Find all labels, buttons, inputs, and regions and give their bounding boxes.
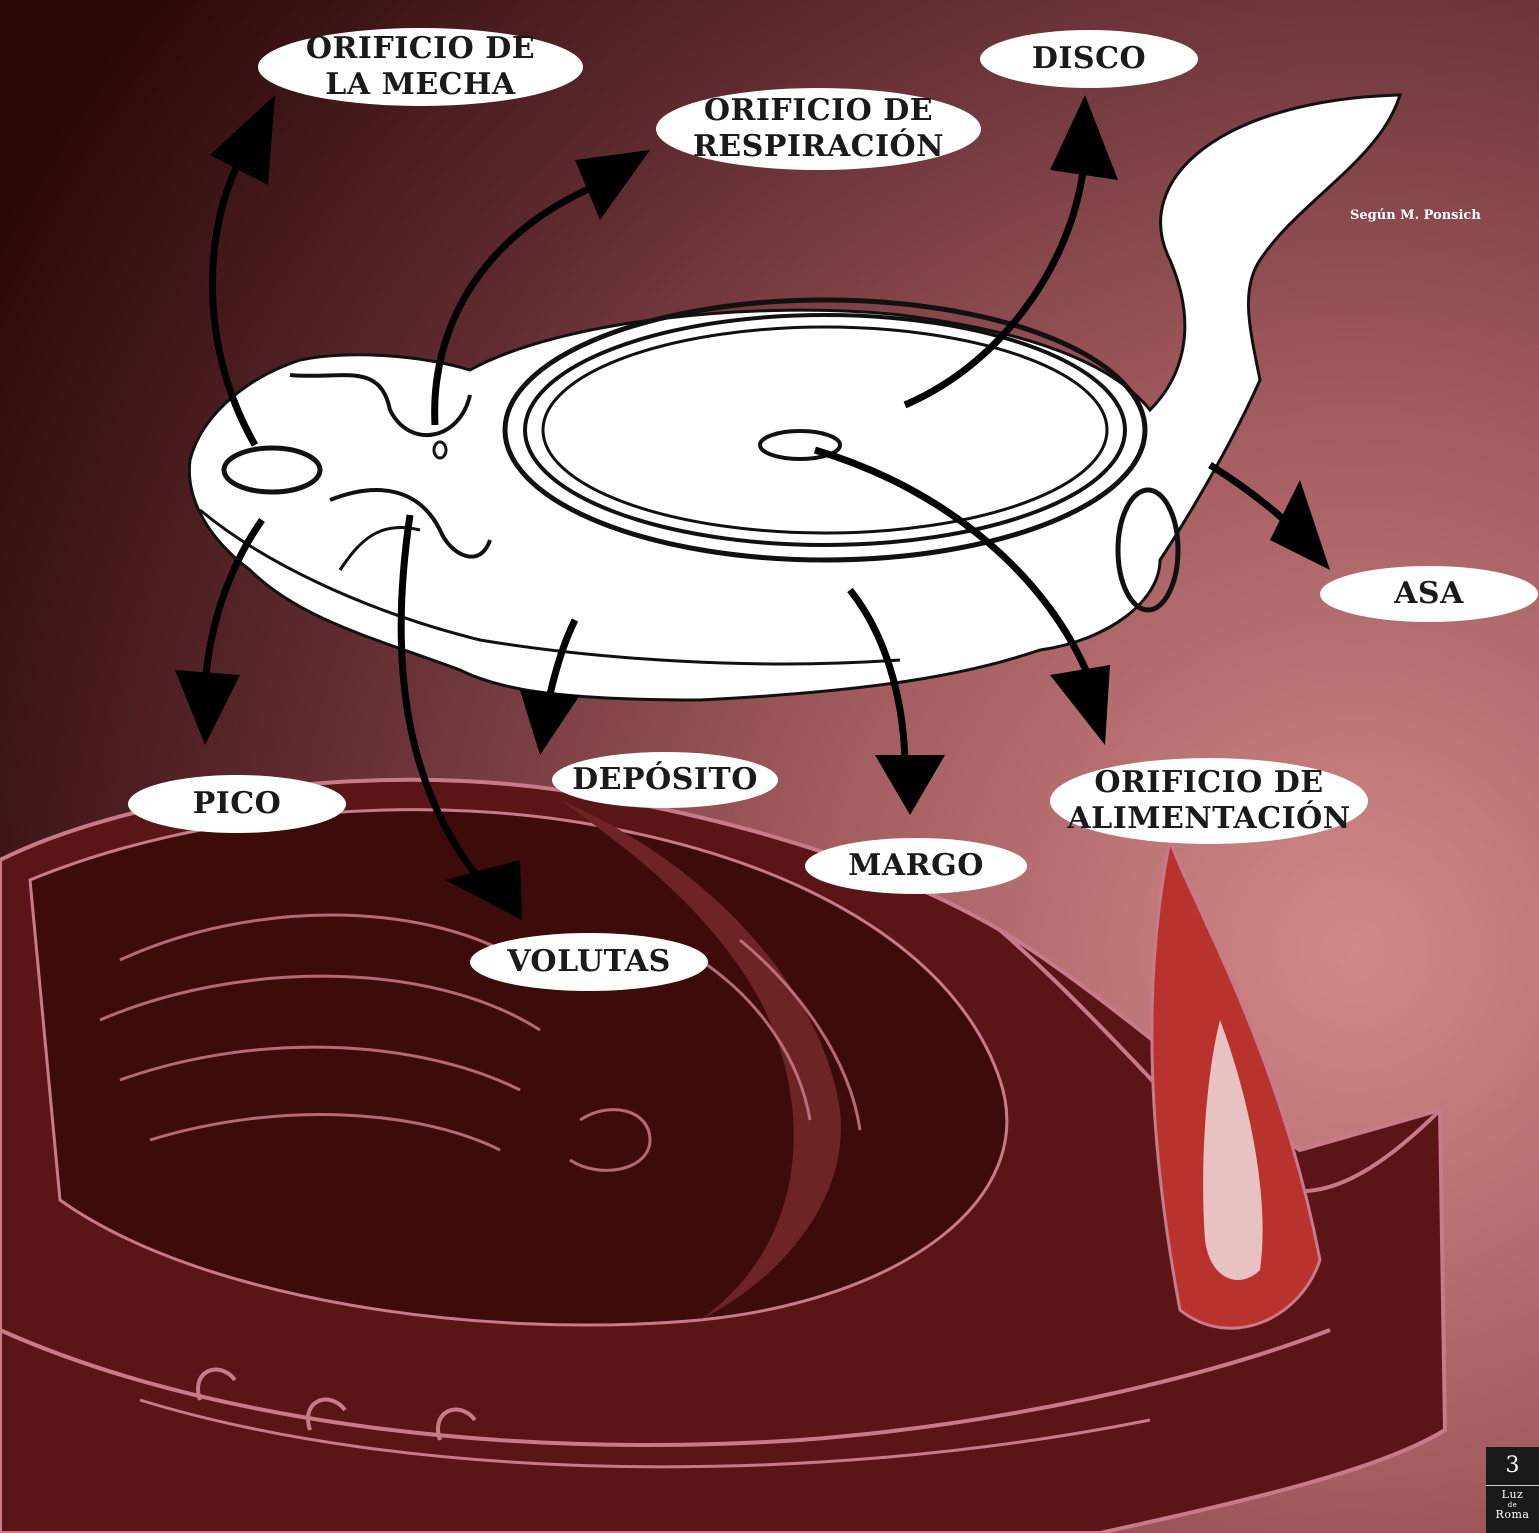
label-pico: PICO <box>128 775 346 833</box>
label-orificio-alimentacion: ORIFICIO DE ALIMENTACIÓN <box>1050 758 1368 844</box>
credit-text: Según M. Ponsich <box>1350 208 1481 223</box>
logo: Luz de Roma <box>1486 1486 1539 1521</box>
logo-bottom: Roma <box>1486 1509 1539 1521</box>
flame <box>1152 840 1320 1328</box>
label-orificio-respiracion: ORIFICIO DE RESPIRACIÓN <box>656 88 981 170</box>
label-disco: DISCO <box>980 30 1198 88</box>
label-orificio-mecha: ORIFICIO DE LA MECHA <box>258 28 583 106</box>
label-volutas: VOLUTAS <box>470 933 708 991</box>
label-deposito: DEPÓSITO <box>552 752 778 808</box>
label-asa: ASA <box>1320 566 1538 622</box>
page-badge: 3 Luz de Roma <box>1486 1447 1539 1533</box>
logo-top: Luz <box>1486 1489 1539 1501</box>
page-number: 3 <box>1486 1447 1539 1486</box>
label-margo: MARGO <box>805 838 1027 894</box>
lamp-drawing <box>189 95 1400 700</box>
